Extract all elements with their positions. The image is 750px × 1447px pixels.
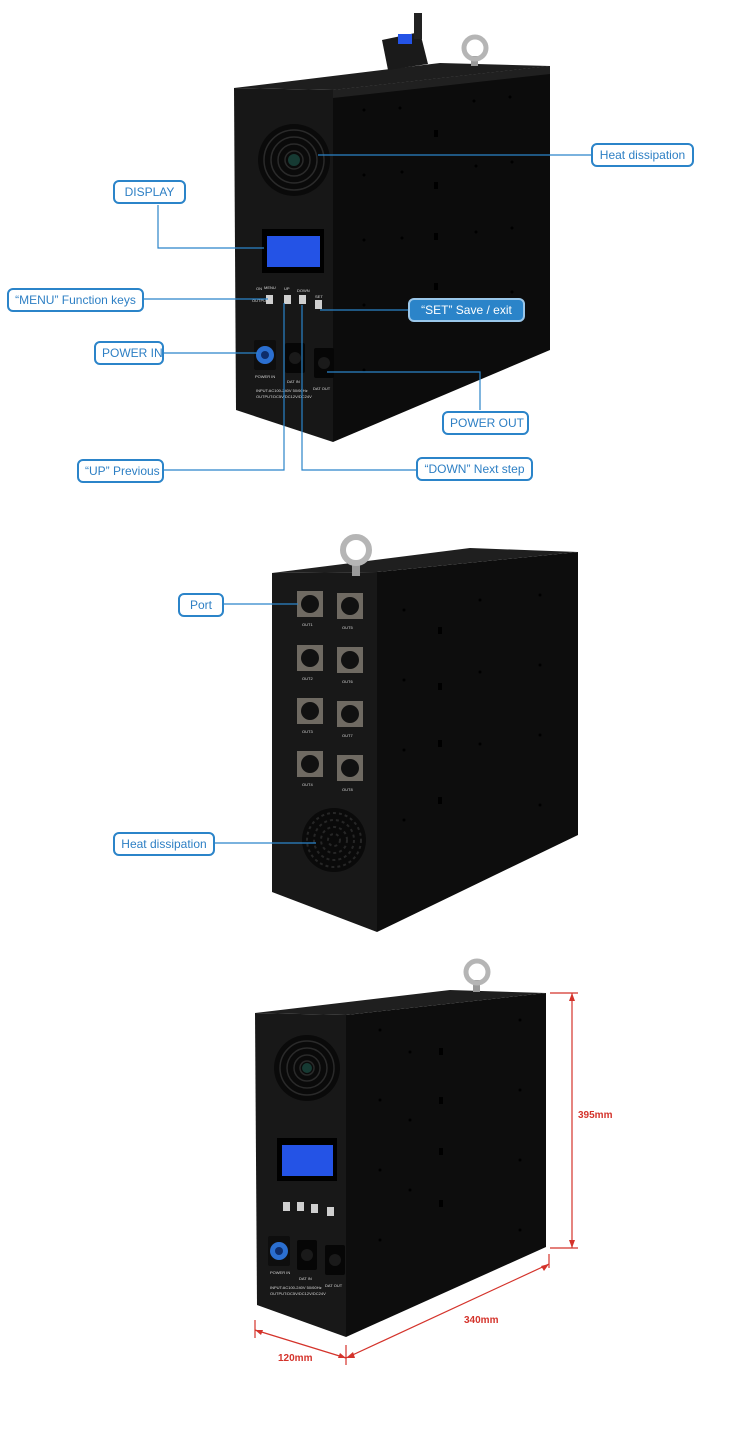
up-callout: “UP” Previous: [77, 459, 164, 483]
port-label: OUT3: [302, 729, 313, 734]
dat-out-port-text: DAT OUT: [313, 386, 331, 391]
port-label: OUT5: [342, 625, 353, 630]
input-spec-text: INPUT:AC100-240V 50/60Hz: [270, 1285, 322, 1290]
rear-view-device: OUT1 OUT5 OUT2 OUT6 OUT3 OUT7 OUT4 OUT8: [215, 534, 578, 932]
dat-out-port-text: DAT OUT: [325, 1283, 343, 1288]
rear-heat-dissipation-callout: Heat dissipation: [113, 832, 215, 856]
port-label: OUT7: [342, 733, 353, 738]
front-view-device: ON OUTPUT MENU UP DOWN SET POWER IN DAT …: [144, 13, 592, 471]
port-grid: [297, 591, 363, 781]
menu-keys-callout: “MENU” Function keys: [7, 288, 144, 312]
key1-text: ON: [256, 286, 262, 291]
power-in-callout: POWER IN: [94, 341, 164, 365]
port-callout: Port: [178, 593, 224, 617]
up-key-text: UP: [284, 286, 290, 291]
power-out-callout: POWER OUT: [442, 411, 529, 435]
power-in-port-text: POWER IN: [255, 374, 275, 379]
heat-dissipation-callout: Heat dissipation: [591, 143, 694, 167]
key1-sub-text: OUTPUT: [252, 298, 269, 303]
output-spec-text: OUTPUT:DC5V/DC12V/DC24V: [270, 1291, 326, 1296]
power-in-port-text: POWER IN: [270, 1270, 290, 1275]
display-callout: DISPLAY: [113, 180, 186, 204]
down-callout: “DOWN” Next step: [416, 457, 533, 481]
dat-in-port-text: DAT IN: [299, 1276, 312, 1281]
port-label: OUT1: [302, 622, 313, 627]
port-label: OUT4: [302, 782, 313, 787]
menu-key-text: MENU: [264, 285, 276, 290]
input-spec-text: INPUT:AC100-240V 50/60Hz: [256, 388, 308, 393]
depth-dimension: 120mm: [278, 1353, 313, 1364]
port-label: OUT8: [342, 787, 353, 792]
port-label: OUT6: [342, 679, 353, 684]
width-dimension: 340mm: [464, 1315, 499, 1326]
dat-in-port-text: DAT IN: [287, 379, 300, 384]
port-label: OUT2: [302, 676, 313, 681]
down-key-text: DOWN: [297, 288, 310, 293]
height-dimension: 395mm: [578, 1110, 613, 1121]
set-callout: “SET” Save / exit: [408, 298, 525, 322]
set-key-text: SET: [315, 294, 323, 299]
